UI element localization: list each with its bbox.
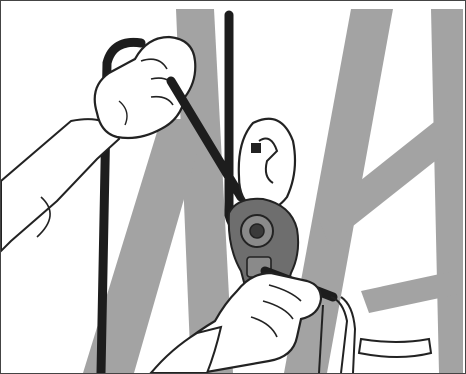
beam-right-vertical [431, 9, 463, 373]
carabiner-icon [239, 119, 295, 211]
lower-arm-sleeve [151, 327, 221, 373]
